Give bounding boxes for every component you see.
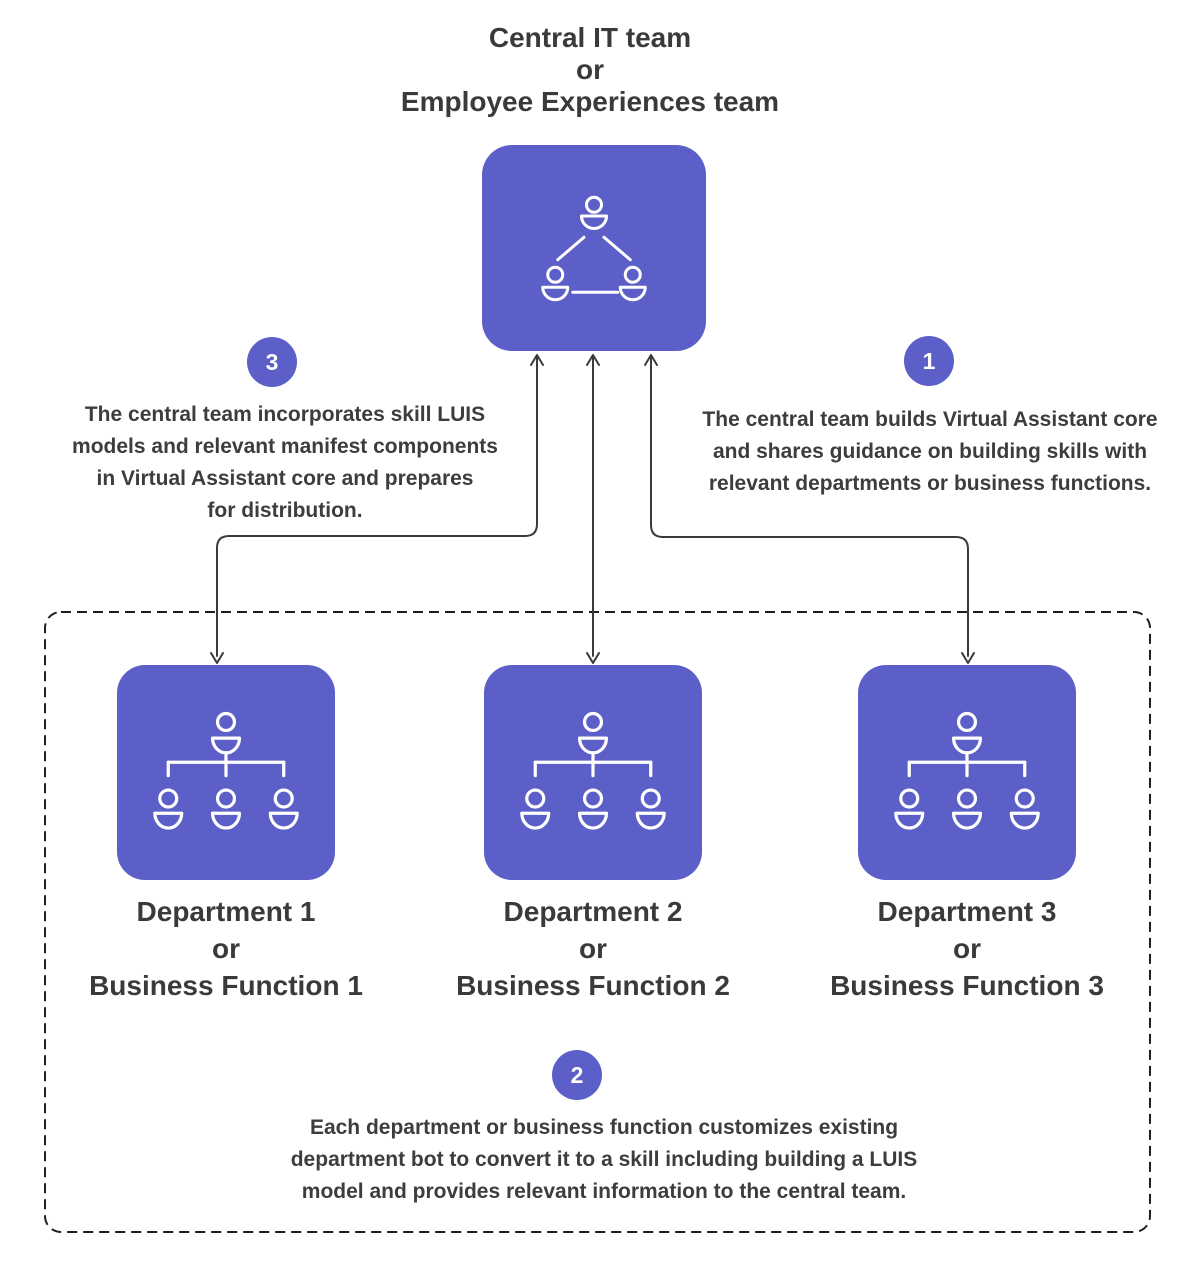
org-chart-icon [520, 711, 666, 830]
connector-dept3 [650, 355, 969, 657]
step-2-badge: 2 [552, 1050, 602, 1100]
title-line-2: or [576, 54, 604, 85]
arrowhead-up-dept3 [644, 354, 658, 366]
step-1-description: The central team builds Virtual Assistan… [680, 404, 1180, 500]
step-2-description: Each department or business function cus… [254, 1112, 954, 1208]
central-team-box [482, 145, 706, 351]
step-1-line: relevant departments or business functio… [708, 472, 1152, 495]
step-3-description: The central team incorporates skill LUIS… [40, 399, 530, 527]
org-chart-icon [153, 711, 299, 830]
step-2-line: department bot to convert it to a skill … [290, 1148, 918, 1171]
step-2-line: model and provides relevant information … [301, 1180, 907, 1203]
step-2-number: 2 [570, 1061, 584, 1088]
department-1-label-line: Department 1 [136, 896, 316, 927]
department-2-box [484, 665, 702, 880]
step-3-line: models and relevant manifest components [72, 435, 498, 458]
title-line-1: Central IT team [488, 22, 692, 53]
department-3-box [858, 665, 1076, 880]
team-network-icon [541, 195, 647, 301]
step-1-line: and shares guidance on building skills w… [712, 440, 1148, 463]
department-1-box [117, 665, 335, 880]
department-2-label-line: or [579, 933, 607, 964]
department-1-label: Department 1 or Business Function 1 [76, 893, 376, 1004]
department-3-label-line: Department 3 [877, 896, 1057, 927]
arrowhead-down-dept3 [961, 652, 975, 664]
department-1-label-line: or [212, 933, 240, 964]
arrowhead-down-dept2 [586, 652, 600, 664]
step-1-line: The central team builds Virtual Assistan… [702, 408, 1158, 431]
step-3-line: in Virtual Assistant core and prepares [96, 467, 474, 490]
department-2-label: Department 2 or Business Function 2 [443, 893, 743, 1004]
department-1-label-line: Business Function 1 [89, 970, 363, 1001]
step-2-line: Each department or business function cus… [309, 1116, 899, 1139]
org-chart-icon [894, 711, 1040, 830]
step-3-number: 3 [265, 348, 279, 375]
department-2-label-line: Business Function 2 [456, 970, 730, 1001]
title-line-3: Employee Experiences team [400, 86, 780, 117]
arrowhead-down-dept1 [210, 652, 224, 664]
central-team-title: Central IT team or Employee Experiences … [290, 22, 890, 118]
arrowhead-up-dept1 [530, 354, 544, 366]
step-1-badge: 1 [904, 336, 954, 386]
step-3-line: for distribution. [207, 499, 363, 522]
arrowhead-up-dept2 [586, 354, 600, 366]
step-3-line: The central team incorporates skill LUIS [84, 403, 486, 426]
department-2-label-line: Department 2 [503, 896, 683, 927]
department-3-label: Department 3 or Business Function 3 [817, 893, 1117, 1004]
department-3-label-line: or [953, 933, 981, 964]
step-3-badge: 3 [247, 337, 297, 387]
department-3-label-line: Business Function 3 [830, 970, 1104, 1001]
step-1-number: 1 [922, 347, 936, 374]
